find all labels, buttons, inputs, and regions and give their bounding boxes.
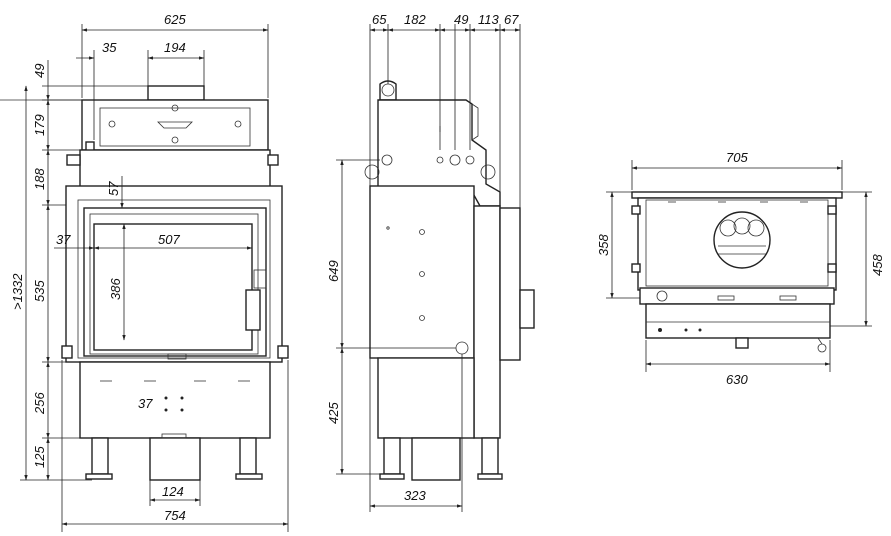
dim-386: 386 [108,278,123,300]
dim-37-frame: 37 [56,232,71,247]
side-view [364,80,535,481]
dim-49: 49 [32,64,47,78]
top-view [631,191,843,353]
dim-625: 625 [164,12,186,27]
dim-37-vent: 37 [138,396,153,411]
front-view [0,85,289,481]
front-view-dimensions: 625 35 194 49 179 188 >1332 535 256 125 … [10,12,289,532]
dim-49-side: 49 [454,12,468,27]
dim-188: 188 [32,168,47,190]
dim-535: 535 [32,280,47,302]
dim-705: 705 [726,150,748,165]
dim-113: 113 [478,12,499,27]
dim-total-height: >1332 [10,273,25,310]
dim-649: 649 [326,260,341,282]
dim-57: 57 [106,181,121,196]
dim-125: 125 [32,446,47,468]
dim-35: 35 [102,40,117,55]
dim-458: 458 [870,254,885,276]
top-view-dimensions: 705 358 458 630 [596,150,885,387]
dim-323: 323 [404,488,426,503]
dim-358: 358 [596,234,611,256]
dim-67: 67 [504,12,519,27]
dim-630: 630 [726,372,748,387]
dim-507: 507 [158,232,180,247]
dim-124: 124 [162,484,184,499]
dim-425: 425 [326,402,341,424]
dim-194: 194 [164,40,186,55]
side-view-dimensions: 65 182 49 113 67 649 425 323 [326,12,521,512]
dim-65: 65 [372,12,387,27]
dim-754: 754 [164,508,186,523]
dim-182: 182 [404,12,426,27]
dim-256: 256 [32,392,47,415]
dim-179: 179 [32,114,47,136]
